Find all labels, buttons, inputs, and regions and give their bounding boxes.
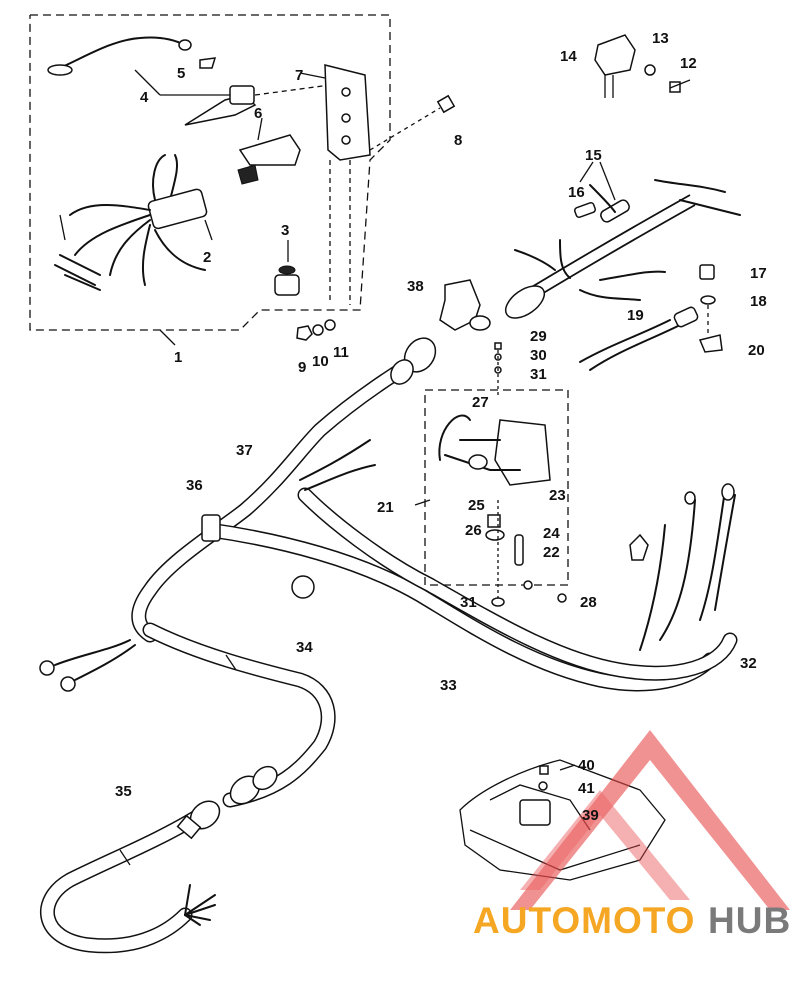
label-21: 21 (377, 499, 394, 516)
watermark-triangle (510, 730, 790, 910)
label-2: 2 (203, 249, 211, 266)
label-16: 16 (568, 184, 585, 201)
label-37: 37 (236, 442, 253, 459)
part-labels: 1 2 3 4 5 6 7 8 9 10 11 12 13 14 15 16 1… (115, 30, 767, 824)
watermark-text-part1: AUTOMOTO (473, 900, 695, 941)
label-10: 10 (312, 353, 329, 370)
label-4: 4 (140, 89, 149, 106)
label-28: 28 (580, 594, 597, 611)
label-38: 38 (407, 278, 424, 295)
label-3: 3 (281, 222, 289, 239)
part-7-bracket (299, 64, 371, 161)
label-32: 32 (740, 655, 757, 672)
label-20: 20 (748, 342, 765, 359)
part-17-18-20 (698, 264, 723, 353)
part-8-bolt (329, 94, 456, 305)
label-33: 33 (440, 677, 457, 694)
label-34: 34 (296, 639, 313, 656)
label-39: 39 (582, 807, 599, 824)
label-36: 36 (186, 477, 203, 494)
label-12: 12 (680, 55, 697, 72)
label-26: 26 (465, 522, 482, 539)
part-15-16-harness (504, 161, 741, 319)
part-12-13-14 (594, 34, 691, 98)
label-13: 13 (652, 30, 669, 47)
part-19-lead (579, 306, 699, 371)
part-3-switch (274, 240, 300, 296)
label-29: 29 (530, 328, 547, 345)
label-22: 22 (543, 544, 560, 561)
label-25: 25 (468, 497, 485, 514)
assembly-1-box (29, 14, 391, 346)
watermark-logo (510, 730, 790, 910)
part-21-solenoid-box (414, 342, 569, 607)
main-cables (39, 337, 738, 954)
watermark-text-part2: HUB (708, 900, 791, 941)
label-31-bottom: 31 (460, 594, 477, 611)
label-19: 19 (627, 307, 644, 324)
label-30: 30 (530, 347, 547, 364)
label-23: 23 (549, 487, 566, 504)
part-6-bracket (237, 117, 301, 185)
label-7: 7 (295, 67, 303, 84)
part-4-5-lead (47, 36, 331, 126)
watermark-text: AUTOMOTO HUB (473, 900, 791, 941)
label-41: 41 (578, 780, 595, 797)
label-11: 11 (333, 344, 349, 361)
label-15: 15 (585, 147, 602, 164)
label-6: 6 (254, 105, 262, 122)
label-17: 17 (750, 265, 767, 282)
label-27: 27 (472, 394, 489, 411)
label-40: 40 (578, 757, 595, 774)
label-5: 5 (177, 65, 185, 82)
label-9: 9 (298, 359, 306, 376)
label-35: 35 (115, 783, 132, 800)
part-9-10-11 (296, 319, 336, 341)
label-14: 14 (560, 48, 577, 65)
label-18: 18 (750, 293, 767, 310)
label-1: 1 (174, 349, 182, 366)
part-38-bracket (439, 279, 491, 331)
part-2-harness (54, 154, 213, 291)
label-24: 24 (543, 525, 560, 542)
label-31-top: 31 (530, 366, 547, 383)
label-8: 8 (454, 132, 462, 149)
